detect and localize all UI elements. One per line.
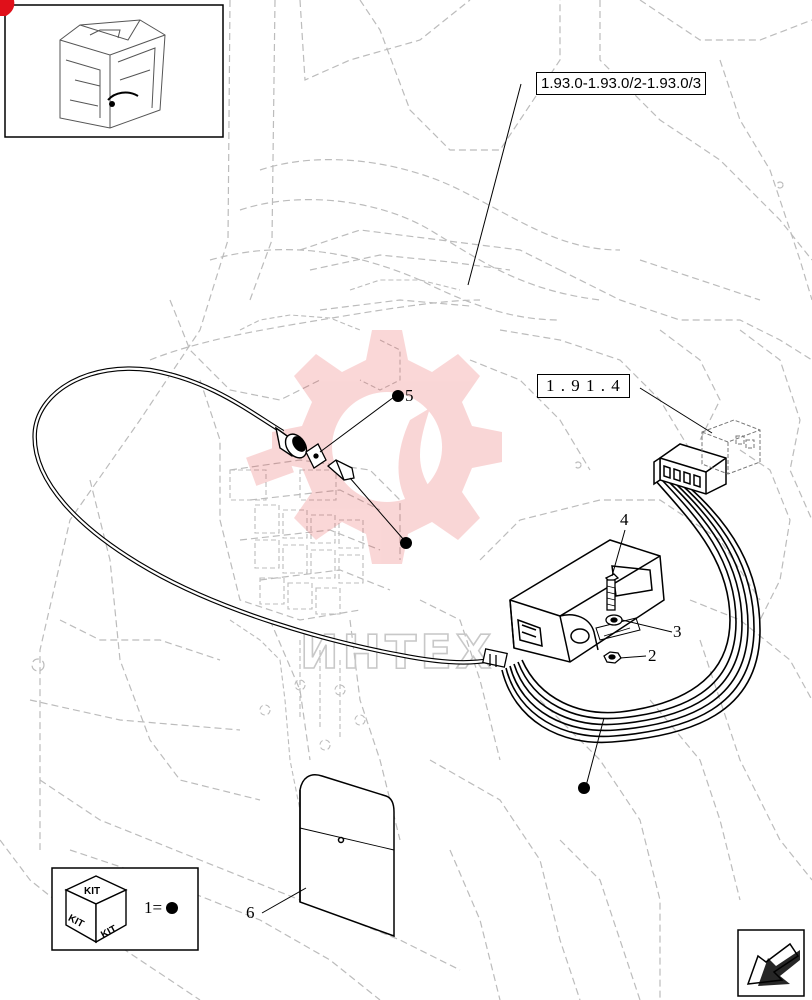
reference-text-1: 1.93.0-1.93.0/2-1.93.0/3 [541,75,702,92]
kit-legend-equation: 1= [144,898,163,917]
callout-3-leader [621,619,673,633]
panel-part-6 [299,774,395,938]
kit-bullet-harness [578,782,590,794]
kit-box-icon [64,875,128,944]
watermark-gear [246,330,502,564]
reference-box-1[interactable]: 1.93.0-1.93.0/2-1.93.0/3 [536,72,707,95]
kit-legend [51,867,199,951]
callout-6: 6 [246,903,255,922]
bolt-part-4 [604,573,620,611]
callout-6-leader [261,887,307,914]
washer-part-3 [605,614,623,626]
socket-connector [274,426,308,459]
ribbon-harness [501,479,761,744]
callout-5-leader [319,396,395,453]
harness-leader [585,717,605,787]
cab-thumbnail-icon [4,4,224,138]
kit-bullet-5 [392,390,404,402]
multipin-connector [653,443,727,495]
clip-part-5 [305,443,327,469]
kit-bullet-plug [400,537,412,549]
reference-box-2[interactable]: 1 . 9 1 . 4 [537,374,630,398]
reference-leaders [467,83,713,434]
plug-pin [326,459,355,481]
control-module [509,539,665,663]
callout-2-leader [619,655,647,659]
callout-4: 4 [620,510,629,529]
page-arrow-icon[interactable] [737,929,805,997]
watermark-text: ИНТЕХ [300,625,495,679]
kit-label-top: KIT [84,886,100,897]
nut-part-2 [603,651,622,664]
callout-5: 5 [405,386,414,405]
background-fuse-cluster [229,279,461,811]
callout-2: 2 [648,646,657,665]
callout-3: 3 [673,622,682,641]
kit-legend-bullet [166,902,178,914]
reference-text-2: 1 . 9 1 . 4 [546,376,621,395]
plug-leader [349,477,405,541]
callout-4-leader [611,529,626,577]
cable-end-connector [482,648,508,668]
ghost-connector [701,419,761,475]
red-corner-marker [0,0,15,16]
